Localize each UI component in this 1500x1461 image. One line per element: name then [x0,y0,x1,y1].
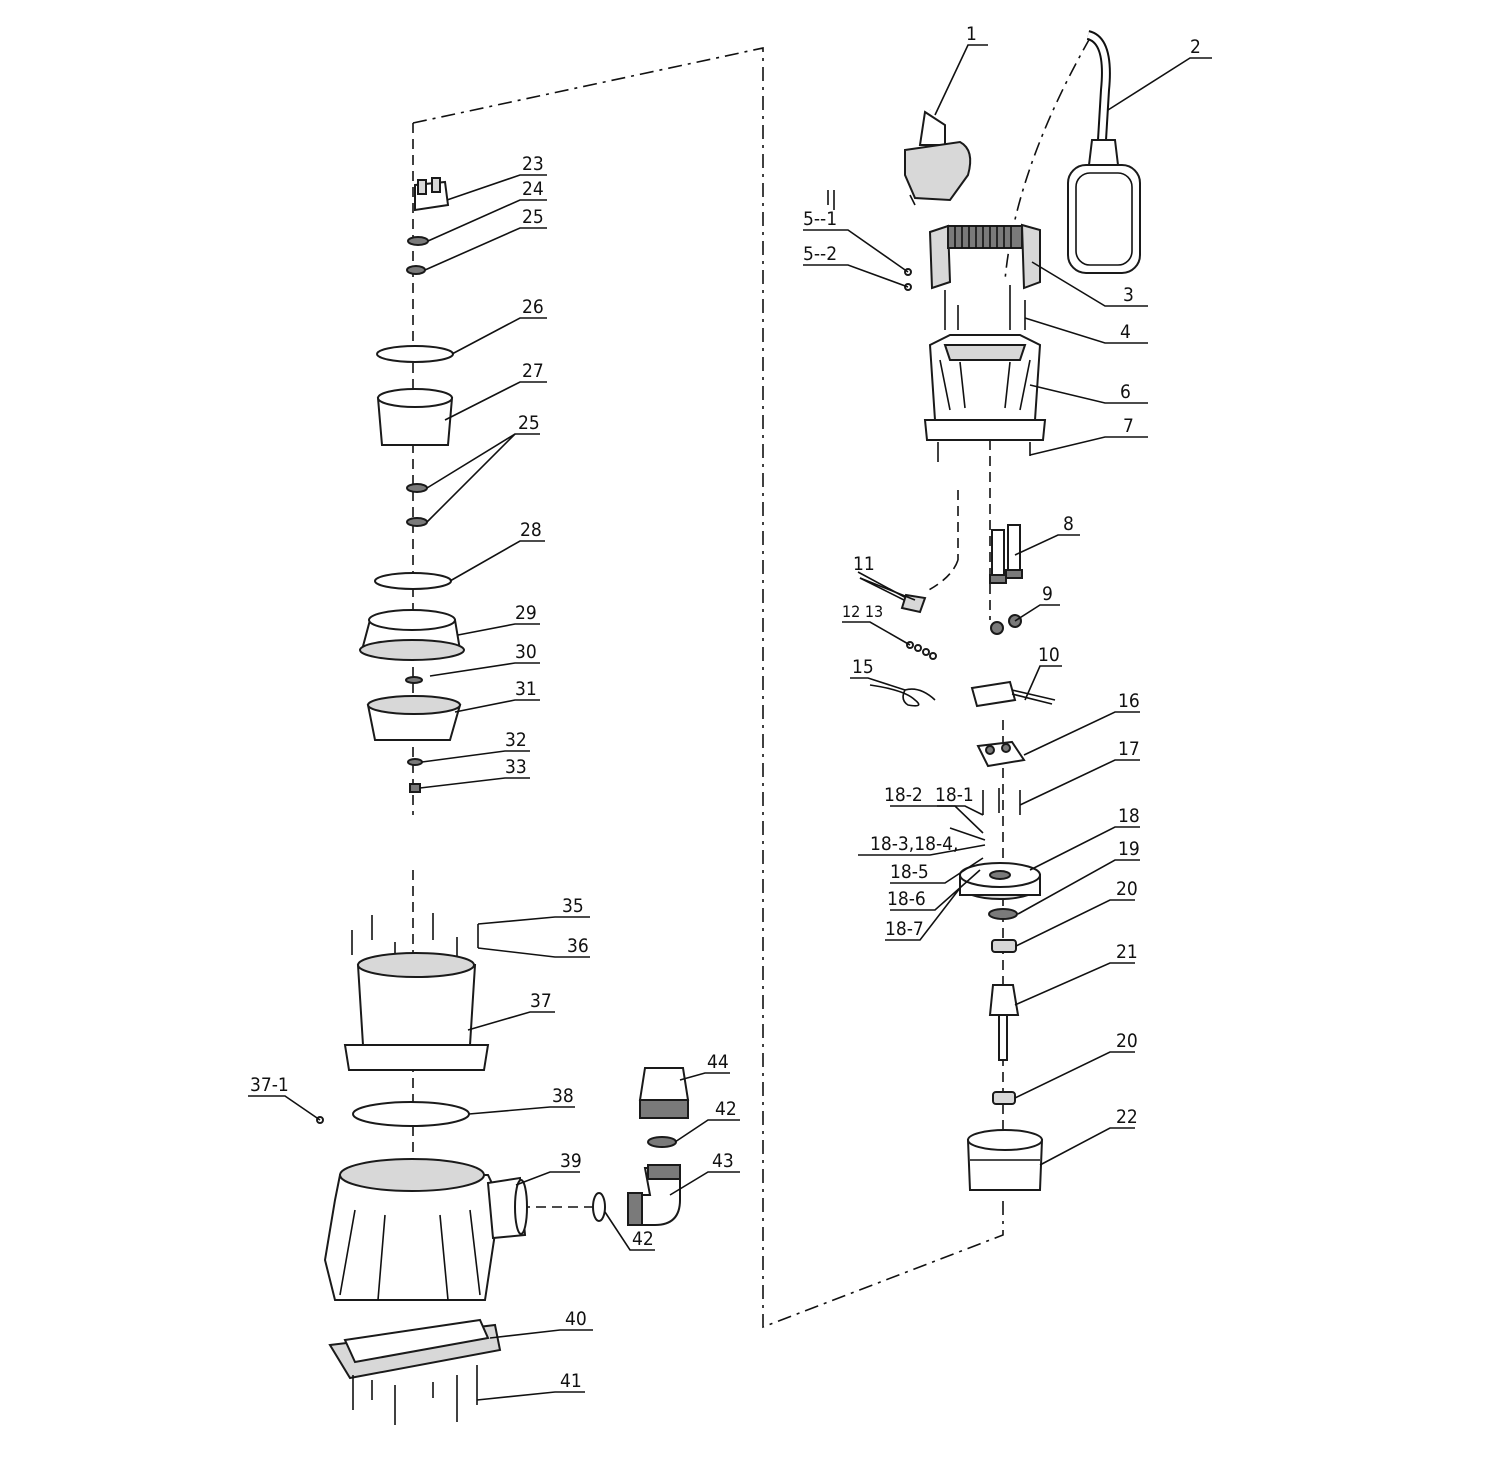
seal-cup-26-28 [374,345,454,590]
label-10: 10 [1038,644,1060,666]
label-11: 11 [853,553,875,575]
motor-cover [923,334,1047,462]
label-36: 36 [567,935,589,957]
label-22: 22 [1116,1106,1138,1128]
bolts-8-9 [989,524,1023,635]
label-5-2: 5--2 [803,243,837,265]
label-18-2: 18-2 [884,784,923,806]
label-20b: 20 [1116,1030,1138,1052]
stator-seal-group [949,827,1041,920]
label-44: 44 [707,1051,729,1073]
label-42b: 42 [632,1228,654,1250]
label-18-5: 18-5 [890,861,929,883]
capacitor [970,680,1056,708]
label-23: 23 [522,153,544,175]
label-7: 7 [1123,415,1134,437]
terminal-block [976,740,1026,815]
label-42a: 42 [715,1098,737,1120]
label-21: 21 [1116,941,1138,963]
label-28: 28 [520,519,542,541]
label-37-1: 37-1 [250,1074,289,1096]
label-12-13: 12 13 [842,602,883,621]
label-29: 29 [515,602,537,624]
label-32: 32 [505,729,527,751]
label-8: 8 [1063,513,1074,535]
label-3: 3 [1123,284,1134,306]
label-6: 6 [1120,381,1131,403]
label-41: 41 [560,1370,582,1392]
label-2: 2 [1190,36,1201,58]
label-18-1: 18-1 [935,784,974,806]
label-18-7: 18-7 [885,918,924,940]
label-30: 30 [515,641,537,663]
screws-4 [904,268,1026,330]
handle [928,223,1041,290]
label-18: 18 [1118,805,1140,827]
label-33: 33 [505,756,527,778]
label-5-1: 5--1 [803,208,837,230]
label-4: 4 [1120,321,1131,343]
label-25b: 25 [518,412,540,434]
label-16: 16 [1118,690,1140,712]
diffuser-impeller-29-33 [359,609,465,793]
label-17: 17 [1118,738,1140,760]
part-labels: 1 2 3 4 5--1 5--2 6 7 8 9 10 11 12 13 15… [250,23,1201,1392]
label-39: 39 [560,1150,582,1172]
label-27: 27 [522,360,544,382]
outlet-fittings-42-44 [592,1067,690,1226]
label-20a: 20 [1116,878,1138,900]
label-15: 15 [852,656,874,678]
label-35: 35 [562,895,584,917]
label-18-3: 18-3,18-4, [870,833,958,855]
bearings-rotor-housing [966,939,1044,1191]
label-26: 26 [522,296,544,318]
label-9: 9 [1042,583,1053,605]
label-38: 38 [552,1085,574,1107]
label-37: 37 [530,990,552,1012]
label-25a: 25 [522,206,544,228]
label-1: 1 [966,23,977,45]
label-40: 40 [565,1308,587,1330]
float-switch [1067,30,1141,274]
seal-top-23-25 [406,177,450,275]
power-cable-plug [827,48,972,210]
label-18-6: 18-6 [887,888,926,910]
volute-base-39 [323,1158,528,1301]
label-24: 24 [522,178,544,200]
pump-casing-35-37 [316,913,490,1127]
label-31: 31 [515,678,537,700]
base-plate-40-41 [328,1318,502,1425]
label-19: 19 [1118,838,1140,860]
label-43: 43 [712,1150,734,1172]
leader-lines [248,44,1212,1401]
